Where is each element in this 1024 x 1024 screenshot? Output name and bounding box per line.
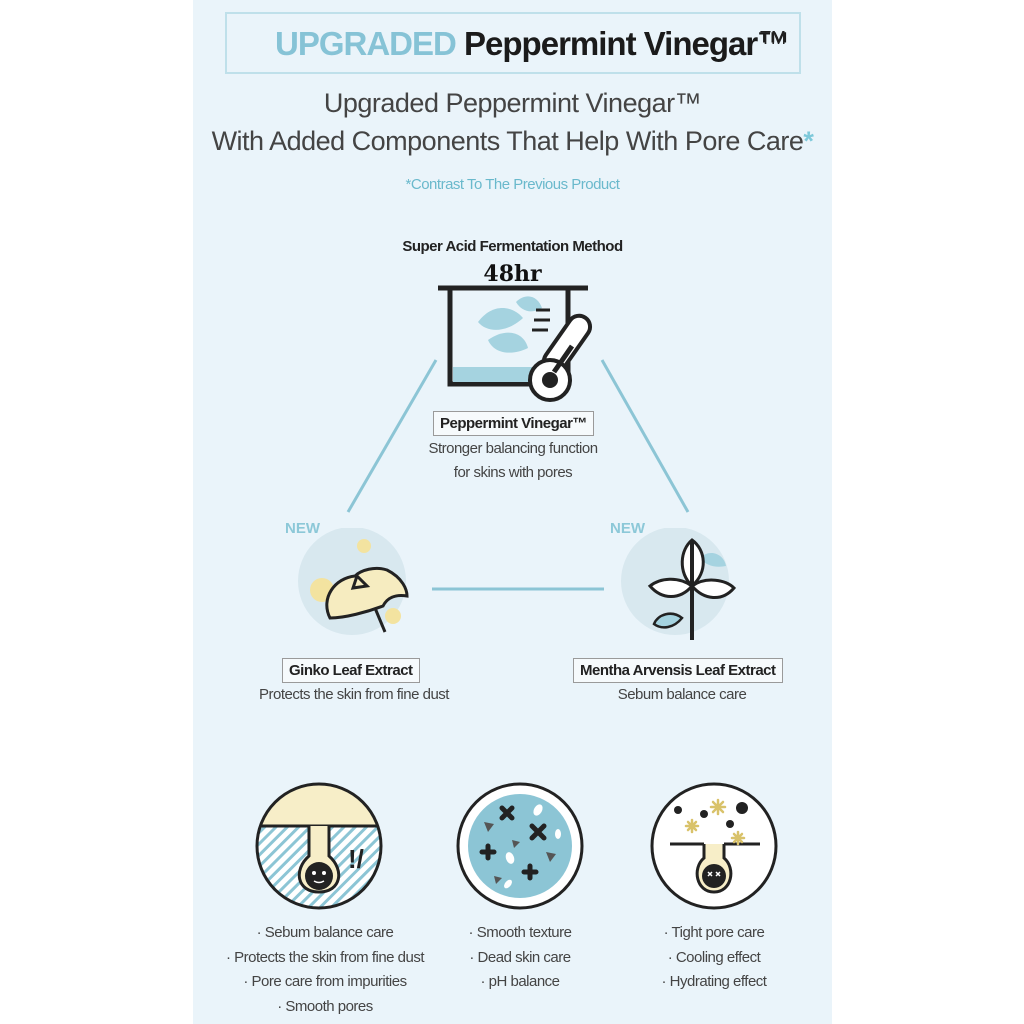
svg-text:!/: !/ <box>348 844 364 874</box>
list-item: · Tight pore care <box>663 924 765 941</box>
list-item: · Cooling effect <box>667 948 761 966</box>
list-item: · Sebum balance care <box>256 924 394 941</box>
benefit-list-3: · Tight pore care · Cooling effect · Hyd… <box>624 921 804 995</box>
mentha-leaf-desc: Sebum balance care <box>617 686 747 703</box>
ginko-leaf-desc: Protects the skin from fine dust <box>259 686 449 703</box>
new-badge-ginko: NEW <box>285 520 320 537</box>
peppermint-vinegar-desc-2: for skins with pores <box>453 464 573 481</box>
list-item: · Hydrating effect <box>661 973 767 990</box>
mentha-leaf-icon <box>621 528 737 640</box>
intro-line-2-text: With Added Components That Help With Por… <box>211 126 804 156</box>
title-product: Peppermint Vinegar™ <box>464 25 790 62</box>
title-box <box>225 12 801 74</box>
list-item: · pH balance <box>480 973 560 990</box>
intro-line-2: With Added Components That Help With Por… <box>193 126 832 157</box>
intro-line-1: Upgraded Peppermint Vinegar™ <box>323 88 702 118</box>
benefit-list-2: · Smooth texture · Dead skin care · pH b… <box>430 921 610 995</box>
sebum-pore-icon: !/ <box>255 782 383 910</box>
list-item: · Dead skin care <box>469 948 571 966</box>
footnote: *Contrast To The Previous Product <box>405 176 620 193</box>
title-trademark: TM <box>760 28 786 48</box>
page-title: UPGRADED Peppermint Vinegar™ <box>275 25 790 63</box>
peppermint-vinegar-label: Peppermint Vinegar™ <box>433 411 594 436</box>
mentha-leaf-label: Mentha Arvensis Leaf Extract <box>573 658 783 683</box>
list-item: · Smooth texture <box>468 924 572 941</box>
title-upgraded: UPGRADED <box>275 25 457 62</box>
peppermint-vinegar-desc-1: Stronger balancing function <box>428 440 598 457</box>
asterisk-mark: * <box>803 126 814 156</box>
new-badge-mentha: NEW <box>610 520 645 537</box>
ginko-leaf-label: Ginko Leaf Extract <box>282 658 420 683</box>
benefit-list-1: · Sebum balance care · Protects the skin… <box>205 921 445 1019</box>
fermentation-pot-icon <box>438 285 593 402</box>
method-title: Super Acid Fermentation Method <box>402 238 623 255</box>
list-item: · Smooth pores <box>277 997 373 1015</box>
tight-pore-icon <box>650 782 778 910</box>
method-duration: 48hr <box>483 261 542 287</box>
list-item: · Protects the skin from fine dust <box>225 948 425 966</box>
texture-icon <box>456 782 584 910</box>
ginko-leaf-icon <box>298 528 409 635</box>
list-item: · Pore care from impurities <box>243 973 407 990</box>
